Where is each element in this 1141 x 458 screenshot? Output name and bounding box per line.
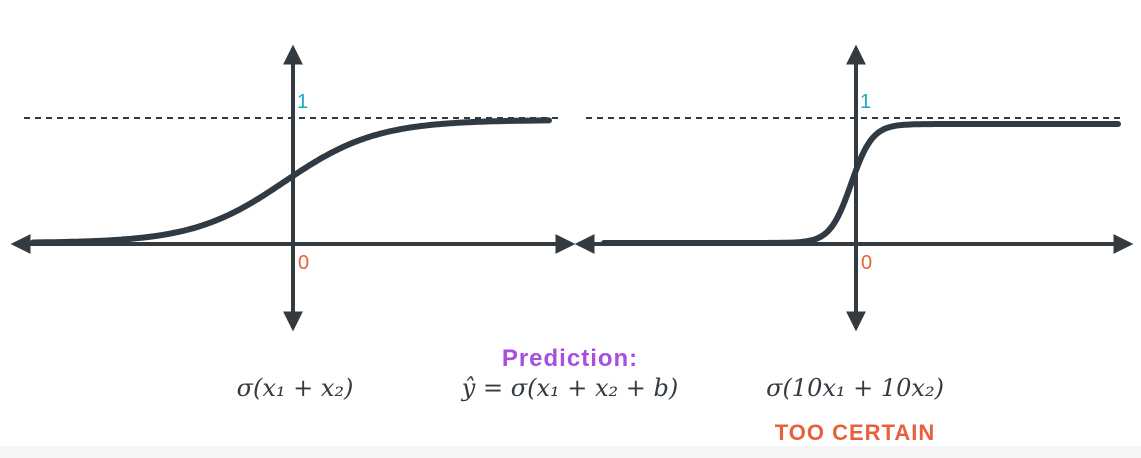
bottom-band [0, 446, 1141, 458]
right-sigmoid-curve [601, 121, 1121, 246]
too-certain-warning: TOO CERTAIN [774, 420, 936, 445]
right-sigmoid-plot: 1 0 [574, 44, 1134, 332]
prediction-caption: Prediction: [501, 345, 639, 372]
right-one-label: 1 [860, 91, 871, 113]
left-one-label: 1 [297, 91, 308, 113]
left-sigmoid-curve [30, 117, 552, 246]
left-formula: σ(x₁ + x₂) [236, 374, 354, 402]
left-zero-label: 0 [298, 252, 309, 274]
right-formula: σ(10x₁ + 10x₂) [766, 374, 944, 402]
left-sigmoid-plot: 1 0 [10, 44, 576, 332]
right-zero-label: 0 [861, 252, 872, 274]
prediction-formula: ŷ = σ(x₁ + x₂ + b) [461, 374, 679, 402]
